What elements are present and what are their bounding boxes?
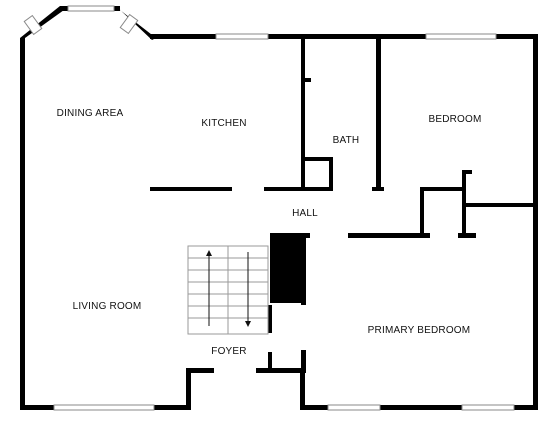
wall-closet-top-stub <box>462 170 472 174</box>
wall-foyer-right-upper <box>268 305 272 333</box>
wall-primary-left-lower <box>301 350 306 373</box>
wall-foyer-bottom-left <box>186 368 214 373</box>
wall-kitchen-bath <box>301 38 305 191</box>
wall-bath-stub <box>305 78 311 82</box>
stair-down-arrowhead-icon <box>245 321 251 327</box>
wall-bath-bedroom-foot <box>372 187 384 191</box>
label-primary-bedroom: PRIMARY BEDROOM <box>368 325 471 336</box>
stairs <box>187 245 269 335</box>
closet-solid <box>270 233 302 303</box>
wall-bottom-right <box>300 405 538 410</box>
wall-primary-left-upper <box>301 233 306 305</box>
wall-kitchen-hall-right <box>264 187 332 191</box>
wall-closet-shelf <box>464 203 536 207</box>
label-hall: HALL <box>292 208 318 219</box>
window-living <box>53 404 155 411</box>
window-bay-left <box>23 14 43 36</box>
wall-foyer-left <box>186 368 191 410</box>
wall-top <box>150 34 538 39</box>
window-bay-top <box>67 5 115 12</box>
window-bedroom <box>425 33 497 40</box>
wall-foyer-right-lower <box>268 352 272 370</box>
room-labels: DINING AREA KITCHEN BATH BEDROOM HALL LI… <box>57 108 482 357</box>
interior-walls <box>150 38 536 373</box>
wall-kitchen-hall-left <box>150 187 232 191</box>
windows <box>23 5 515 411</box>
wall-right <box>533 34 538 410</box>
wall-hall-primary-right <box>458 233 476 238</box>
exterior-walls <box>20 6 538 410</box>
wall-left <box>20 38 25 410</box>
stair-up-arrowhead-icon <box>206 250 212 256</box>
wall-hall-primary-mid <box>348 233 430 238</box>
wall-closet-top <box>420 187 464 191</box>
label-dining-area: DINING AREA <box>57 108 124 119</box>
wall-foyer-bottom-right <box>256 368 306 373</box>
label-kitchen: KITCHEN <box>201 118 246 129</box>
label-bedroom: BEDROOM <box>428 114 481 125</box>
label-foyer: FOYER <box>211 346 246 357</box>
wall-bath-cabinet-top <box>305 157 333 161</box>
window-primary-left <box>327 404 381 411</box>
wall-notch-right <box>300 368 305 410</box>
window-kitchen <box>215 33 269 40</box>
window-primary-right <box>461 404 515 411</box>
wall-closet-left <box>420 187 424 237</box>
label-living-room: LIVING ROOM <box>73 301 142 312</box>
label-bath: BATH <box>333 135 360 146</box>
wall-bath-cabinet-side <box>329 157 333 191</box>
wall-bath-bedroom <box>376 38 381 191</box>
window-bay-right <box>119 13 139 35</box>
